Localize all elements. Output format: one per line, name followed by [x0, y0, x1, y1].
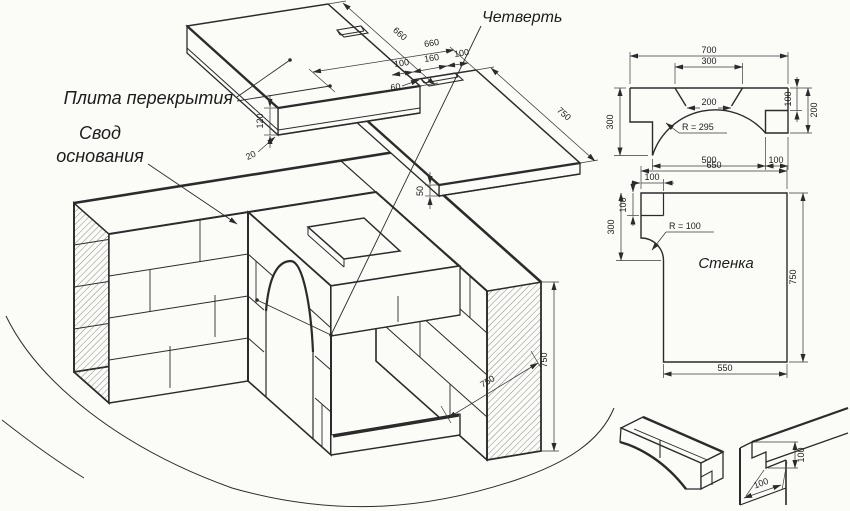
dim-detail-height: 100 [796, 447, 806, 462]
dim-wall-height: 750 [788, 269, 798, 284]
wall-outline [640, 192, 788, 363]
vault-arc [651, 109, 767, 156]
dim-slot-width: 60 [390, 81, 401, 92]
vault-dimensions: 700 300 200 R = 295 500 100 300 [605, 45, 819, 170]
wall-end-detail-dimensions: 100 100 [743, 441, 806, 499]
dim-slot-off-left: 100 [393, 57, 409, 69]
label-quarter: Четверть [482, 9, 562, 26]
dim-base-height: 750 [539, 352, 549, 367]
joint-detail-figure: 100 100 [619, 406, 849, 506]
dim-vault-slot-top: 300 [701, 56, 716, 66]
dim-vault-seat-height: 100 [783, 91, 793, 106]
dim-vault-end-height: 200 [809, 102, 819, 117]
wall-end-detail: 100 100 [739, 406, 849, 506]
vault-profile-figure: 700 300 200 R = 295 500 100 300 [605, 45, 819, 170]
arch-curve [264, 259, 315, 353]
dim-vault-radius: R = 295 [682, 122, 714, 132]
dim-wall-notch-w: 100 [644, 172, 659, 182]
dim-slab1-width: 660 [391, 25, 409, 42]
dim-slab2-thickness: 50 [415, 186, 425, 196]
left-wall-end-face [73, 201, 110, 405]
dim-vault-seat: 100 [768, 155, 783, 165]
masonry-top-faces [72, 150, 543, 292]
dim-slot-length: 160 [423, 52, 439, 64]
label-slab: Плита перекрытия [64, 88, 234, 108]
label-vault-line2: основания [56, 146, 144, 166]
front-right-sill [330, 413, 461, 456]
dim-wall-bottom: 550 [717, 363, 732, 373]
iso-dimensions: 660 660 100 160 100 60 750 [244, 0, 599, 452]
vault-end-detail [619, 415, 725, 491]
dim-slab1-thickness: 120 [255, 113, 265, 128]
wall-profile-figure: Стенка 650 100 100 300 R = 100 75 [606, 160, 808, 378]
isometric-view: 660 660 100 160 100 60 750 [1, 0, 615, 508]
wall-dimensions: 650 100 100 300 R = 100 750 550 [606, 160, 808, 378]
dim-vault-height-left: 300 [605, 114, 615, 129]
dim-vault-span: 500 [701, 155, 716, 165]
dim-wall-top: 650 [706, 160, 721, 170]
dim-vault-width: 700 [701, 45, 716, 55]
label-vault-line1: Свод [79, 123, 121, 143]
left-wall-inner-face [108, 211, 249, 404]
label-wall: Стенка [698, 255, 753, 272]
dim-detail-width: 100 [752, 476, 770, 491]
front-right-lintel [330, 265, 461, 337]
slab1 [185, 3, 422, 137]
dim-slot-off-right: 100 [453, 47, 469, 59]
ground-outline [1, 315, 615, 508]
vault-outline [629, 87, 789, 156]
right-wall-end-face [486, 280, 542, 462]
dim-quarter-step: 20 [244, 149, 257, 162]
flue-opening [306, 217, 402, 268]
dim-vault-slot-bottom: 200 [701, 97, 716, 107]
dim-wall-notch-h: 100 [618, 197, 628, 212]
dim-wall-left: 300 [606, 219, 616, 234]
iso-captions: Плита перекрытия Свод основания Четверть [56, 9, 562, 337]
dim-wall-radius: R = 100 [669, 221, 701, 231]
dim-slab2-width: 660 [423, 37, 439, 49]
dim-slab2-depth: 750 [555, 105, 573, 122]
